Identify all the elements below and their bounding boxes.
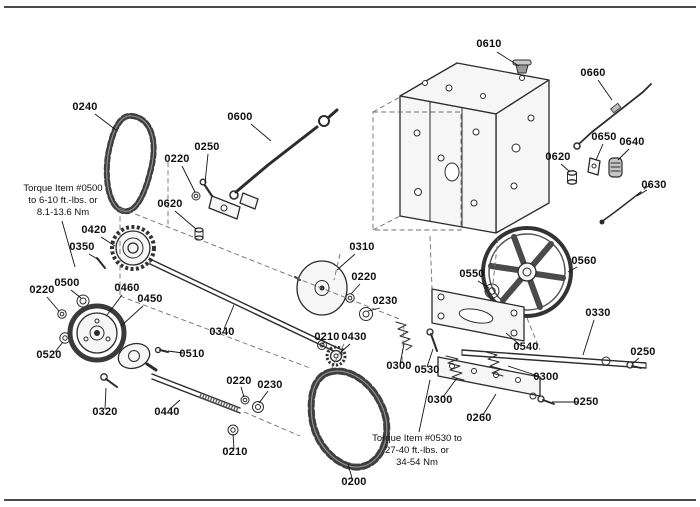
callout-0200: 0200: [341, 476, 366, 488]
callout-0560: 0560: [571, 255, 596, 267]
shoulder-bolt-0610: [512, 59, 532, 81]
callout-0530: 0530: [414, 364, 439, 376]
bearing-0550: [484, 283, 500, 299]
hardware-lower-0220-0230-0210: [227, 395, 264, 436]
callout-0540: 0540: [513, 341, 538, 353]
worm-shaft-0440: [151, 373, 241, 414]
chain-0240: [103, 112, 157, 215]
gearbox-assembly-0510: [117, 342, 169, 372]
callout-0220-d: 0220: [226, 375, 251, 387]
callout-0330: 0330: [585, 307, 610, 319]
callout-0230-b: 0230: [257, 379, 282, 391]
fasteners-upper-0250-0220: [191, 178, 214, 201]
callout-0510: 0510: [179, 348, 204, 360]
callout-0460: 0460: [114, 282, 139, 294]
callout-0610: 0610: [476, 38, 501, 50]
callout-0260: 0260: [466, 412, 491, 424]
leader-lines: [46, 51, 648, 479]
speed-rod-0660: [573, 83, 652, 150]
callout-labels: 0610 0660 0240 0600 0250 0220 0650 0640 …: [29, 38, 666, 488]
callout-0440: 0440: [154, 406, 179, 418]
callout-0230-a: 0230: [372, 295, 397, 307]
callout-0640: 0640: [619, 136, 644, 148]
callout-0600: 0600: [227, 111, 252, 123]
collar-0210-sprocket-0430: [317, 340, 347, 367]
callout-0620-b: 0620: [157, 198, 182, 210]
torque-note-0530-line3: 34-54 Nm: [396, 457, 438, 468]
torque-note-0530-line1: Torque Item #0530 to: [372, 433, 462, 444]
torque-note-0500-line2: to 6-10 ft.-lbs. or: [28, 195, 97, 206]
callout-0300-b: 0300: [533, 371, 558, 383]
callout-0240: 0240: [72, 101, 97, 113]
sprocket-0420: [110, 225, 156, 271]
callout-0250-b: 0250: [630, 346, 655, 358]
callout-0550: 0550: [459, 268, 484, 280]
callout-0450: 0450: [137, 293, 162, 305]
torque-note-0530: Torque Item #0530 to 27-40 ft.-lbs. or 3…: [372, 433, 462, 468]
callout-0250-a: 0250: [194, 141, 219, 153]
hex-shaft-0340: [149, 258, 343, 356]
bolt-0320: [100, 373, 118, 388]
callout-0650: 0650: [591, 131, 616, 143]
callout-0220-a: 0220: [164, 153, 189, 165]
page-border: [4, 6, 696, 501]
callout-0420: 0420: [81, 224, 106, 236]
springs-0300: [395, 321, 504, 381]
spacer-0620: [194, 227, 204, 241]
frame-housing: [372, 62, 550, 234]
chute-crank-0600: [208, 108, 339, 220]
torque-note-0530-line2: 27-40 ft.-lbs. or: [385, 445, 449, 456]
alignment-guides: [119, 162, 541, 437]
callout-0210-b: 0210: [222, 446, 247, 458]
friction-disc-0310: [294, 260, 373, 321]
callout-0430: 0430: [341, 331, 366, 343]
bolt-0250-lower: [529, 392, 555, 405]
speed-control-parts: [566, 157, 651, 225]
callout-0300-c: 0300: [427, 394, 452, 406]
callout-0620-a: 0620: [545, 151, 570, 163]
callout-0630: 0630: [641, 179, 666, 191]
frame-plate-0540: [431, 288, 525, 342]
chain-0200: [307, 367, 391, 471]
callout-0310: 0310: [349, 241, 374, 253]
callout-0300-a: 0300: [386, 360, 411, 372]
torque-note-0500-line1: Torque Item #0500: [23, 183, 102, 194]
callout-0350: 0350: [69, 241, 94, 253]
callout-0320: 0320: [92, 406, 117, 418]
callout-0210-a: 0210: [314, 331, 339, 343]
friction-wheel-0450-0460: [67, 303, 127, 363]
callout-0500: 0500: [54, 277, 79, 289]
wheel-0560: [481, 226, 573, 318]
callout-0660: 0660: [580, 67, 605, 79]
callout-0220-c: 0220: [351, 271, 376, 283]
bolt-0530: [426, 328, 438, 352]
torque-note-0500: Torque Item #0500 to 6-10 ft.-lbs. or 8.…: [23, 183, 102, 218]
callout-0520: 0520: [36, 349, 61, 361]
callout-0340: 0340: [209, 326, 234, 338]
callout-0250-c: 0250: [573, 396, 598, 408]
torque-note-0500-line3: 8.1-13.6 Nm: [37, 207, 89, 218]
callout-0220-b: 0220: [29, 284, 54, 296]
